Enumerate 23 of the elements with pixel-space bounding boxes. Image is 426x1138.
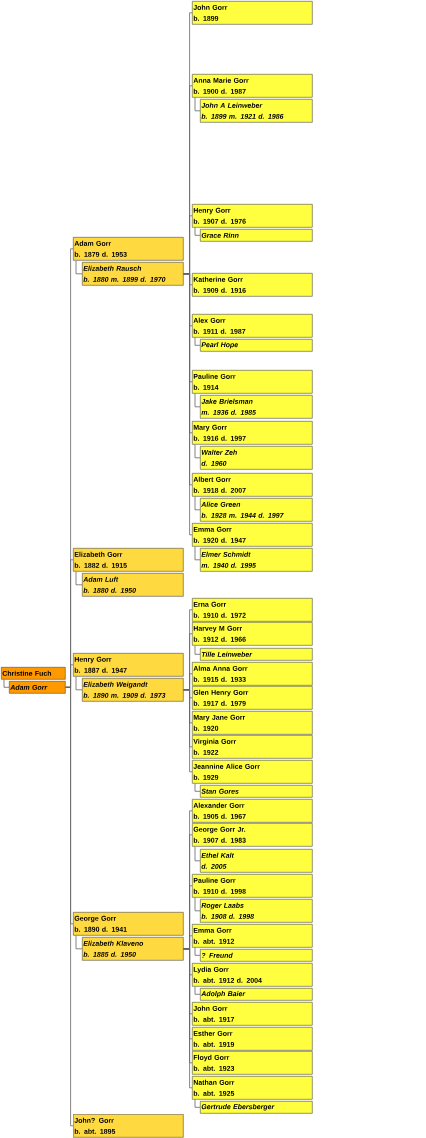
connector-line bbox=[194, 337, 201, 346]
connector-line bbox=[194, 496, 201, 511]
connector-line bbox=[194, 1099, 201, 1108]
connector-line bbox=[75, 571, 83, 586]
connector-line bbox=[194, 897, 201, 912]
connector-line bbox=[194, 645, 201, 655]
connector-line bbox=[65, 686, 74, 1127]
connector-line bbox=[75, 935, 83, 950]
connector-line bbox=[194, 947, 201, 956]
connector-line bbox=[194, 393, 201, 408]
connector-line bbox=[183, 273, 193, 536]
connector-line bbox=[194, 846, 201, 862]
connector-line bbox=[194, 546, 201, 561]
connector-line bbox=[194, 227, 201, 236]
connector-line bbox=[194, 444, 201, 459]
connector-line bbox=[194, 986, 201, 995]
connector-line bbox=[183, 948, 193, 1089]
connector-line bbox=[75, 676, 83, 691]
connector-line bbox=[3, 679, 10, 688]
connector-line bbox=[194, 97, 201, 112]
connector-line bbox=[194, 783, 201, 792]
connector-line bbox=[183, 689, 193, 773]
connector-line bbox=[75, 260, 83, 275]
